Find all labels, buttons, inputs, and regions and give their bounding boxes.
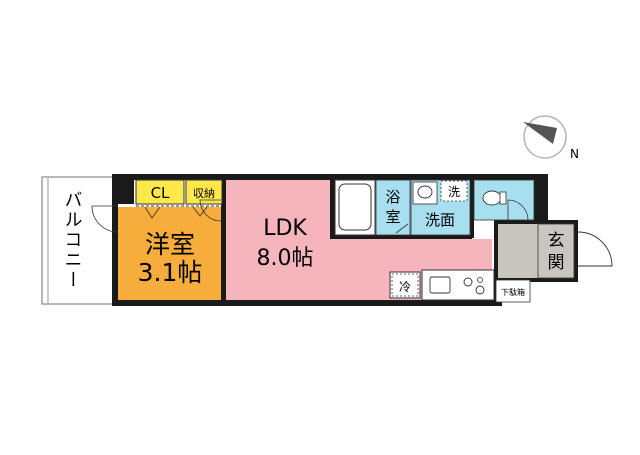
fridge-outline	[391, 273, 419, 297]
bath-label-line2: 室	[385, 208, 400, 226]
wall-bath-right	[470, 176, 474, 238]
wall-entrance-right	[574, 220, 578, 282]
washroom: 洗 洗面	[410, 179, 471, 236]
compass-needle	[523, 122, 557, 144]
toilet-door-swing	[507, 199, 529, 221]
wall-entrance-left	[494, 222, 498, 302]
western-room-name: 洋室	[145, 230, 195, 259]
wash-basin-area	[412, 181, 438, 205]
entrance-door-swing	[577, 231, 613, 267]
stove-burner-icon	[463, 277, 473, 287]
wash-basin-icon	[417, 185, 433, 199]
bathtub-area	[334, 179, 376, 236]
toilet-tank-icon	[499, 191, 507, 205]
wall-left	[112, 174, 118, 306]
wall-column-right	[534, 174, 548, 226]
stove-burner-icon	[477, 277, 483, 283]
compass: N	[523, 115, 579, 161]
washroom-label: 洗面	[425, 211, 455, 229]
washer-label: 洗	[448, 185, 460, 199]
storage-label: 収納	[193, 187, 215, 200]
wall-bath-left	[330, 176, 335, 238]
wall-entrance-top	[494, 220, 578, 224]
kitchen: 冷	[389, 269, 495, 301]
toilet-room	[473, 179, 535, 221]
entrance-label-line1: 玄	[548, 231, 565, 251]
wall-bath-bottom	[330, 235, 472, 239]
fridge-space	[389, 271, 421, 299]
entrance: 玄 関 下駄箱	[495, 223, 613, 303]
wall-column-left	[112, 174, 134, 204]
balcony-area	[41, 176, 115, 305]
entrance-hall-floor	[498, 224, 538, 278]
shoe-box-label: 下駄箱	[501, 287, 525, 297]
western-door-swing	[199, 199, 222, 222]
western-room-size: 3.1帖	[138, 258, 203, 287]
bathroom: 浴 室	[334, 179, 411, 236]
wall-partition-ldk	[221, 178, 226, 304]
bathtub-icon	[338, 183, 372, 231]
shoe-box	[495, 279, 531, 303]
kitchen-counter	[421, 269, 495, 301]
sink-icon	[429, 276, 451, 294]
fridge-label: 冷	[399, 280, 411, 294]
walls	[112, 174, 578, 306]
wall-top	[112, 174, 538, 180]
balcony-label: バルコニー	[62, 190, 83, 290]
balcony-door-swing	[91, 205, 119, 233]
bath-room-floor	[375, 179, 411, 236]
stove-burner-icon	[475, 285, 485, 295]
closet-door-swing-left	[144, 206, 161, 219]
bath-label-line1: 浴	[385, 188, 400, 206]
wall-entrance-bottom	[494, 278, 578, 282]
western-room-floor	[118, 207, 221, 300]
western-room: 洋室 3.1帖	[118, 207, 221, 300]
compass-ring	[523, 115, 567, 159]
wall-bottom	[112, 300, 502, 306]
washer-space	[440, 180, 468, 202]
toilet-icon	[482, 190, 502, 206]
ldk-size: 8.0帖	[257, 246, 314, 271]
closet-label: CL	[151, 184, 170, 202]
balcony: バルコニー	[41, 176, 115, 305]
compass-north-label: N	[570, 147, 579, 161]
closet-box	[135, 179, 185, 205]
storage-door-swing	[192, 206, 208, 217]
entrance-label-line2: 関	[548, 253, 565, 273]
entrance-floor	[537, 223, 575, 279]
ldk-name: LDK	[263, 216, 307, 241]
bath-door-icon	[395, 223, 409, 234]
